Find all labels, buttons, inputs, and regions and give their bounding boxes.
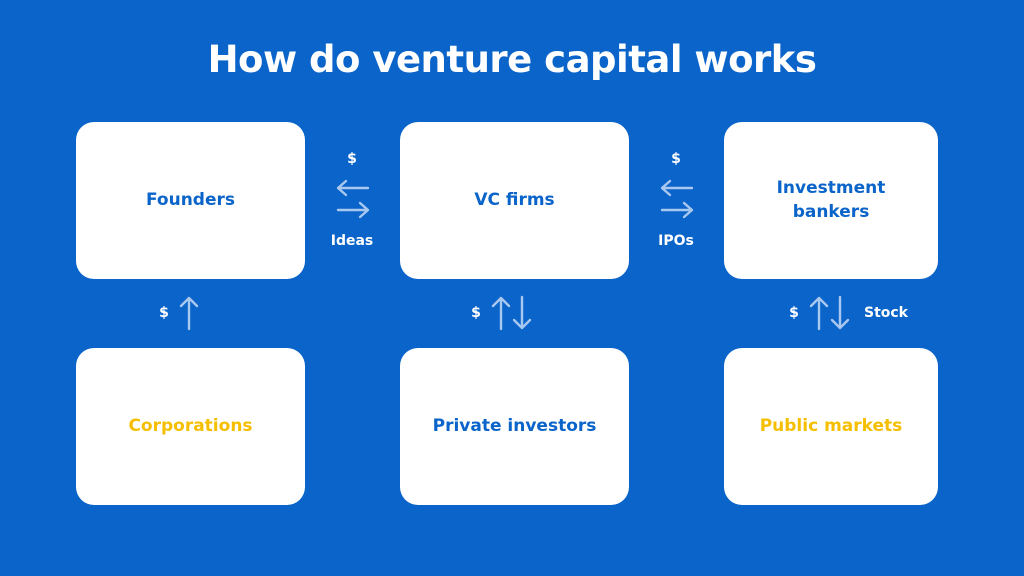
edge-vc-bankers-bottom-label: IPOs — [658, 233, 694, 249]
edge-public-bankers-right-label: Stock — [863, 305, 908, 321]
node-private-investors-label: Private investors — [432, 415, 597, 436]
node-private-investors: Private investors — [400, 348, 629, 505]
node-founders: Founders — [76, 122, 305, 279]
edge-vc-bankers-top-label: $ — [671, 151, 681, 167]
node-investment-bankers-label: Investment bankers — [776, 177, 886, 222]
edge-corporations-founders-label: $ — [159, 305, 169, 321]
node-public-markets: Public markets — [724, 348, 938, 505]
edge-private-vc-label: $ — [471, 305, 481, 321]
bidirectional-vertical-arrow-icon — [809, 295, 850, 331]
diagram-title: How do venture capital works — [207, 38, 817, 81]
node-corporations-label: Corporations — [128, 415, 253, 436]
edge-founders-vc-bottom-label: Ideas — [330, 233, 374, 249]
bidirectional-arrow-icon — [660, 179, 694, 219]
up-arrow-icon — [179, 296, 199, 331]
node-investment-bankers: Investment bankers — [724, 122, 938, 279]
edge-founders-vc-top-label: $ — [347, 151, 357, 167]
node-public-markets-label: Public markets — [759, 415, 903, 436]
node-corporations: Corporations — [76, 348, 305, 505]
node-vc-firms: VC firms — [400, 122, 629, 279]
bidirectional-vertical-arrow-icon — [491, 295, 532, 331]
node-vc-firms-label: VC firms — [474, 189, 555, 210]
node-founders-label: Founders — [145, 189, 235, 210]
edge-public-bankers-label: $ — [789, 305, 799, 321]
bidirectional-arrow-icon — [336, 179, 370, 219]
